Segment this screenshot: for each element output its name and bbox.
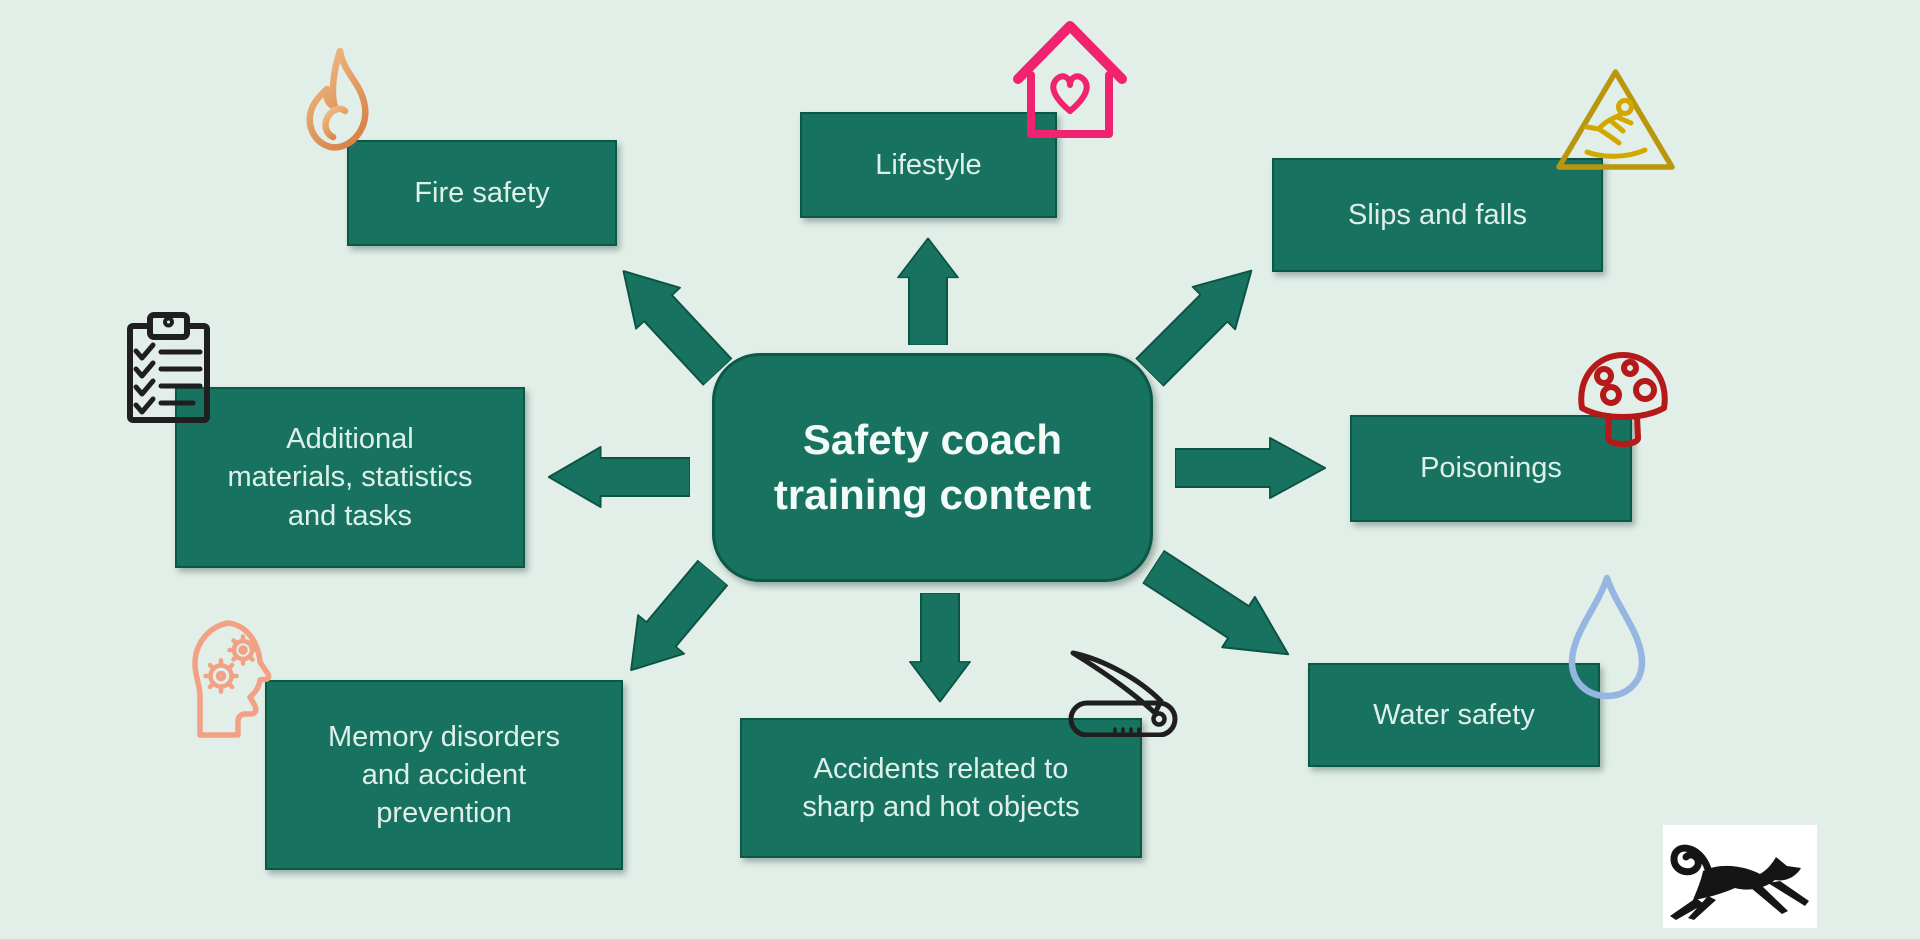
node-poisonings-label: Poisonings <box>1420 452 1562 485</box>
leaping-cat-icon <box>1670 844 1809 920</box>
node-memory-disorders: Memory disorders and accident prevention <box>265 680 623 870</box>
arrow-up-right <box>1127 247 1275 395</box>
node-memory-disorders-label: Memory disorders and accident prevention <box>327 720 561 830</box>
node-fire-safety-label: Fire safety <box>414 176 550 209</box>
arrow-up <box>896 237 960 345</box>
node-fire-safety: Fire safety <box>347 140 617 246</box>
arrow-down-right <box>1136 540 1308 682</box>
flame-icon <box>293 45 383 172</box>
center-node-label: Safety coach training content <box>773 415 1092 518</box>
arrow-left <box>547 445 690 509</box>
arrow-down <box>908 593 972 703</box>
center-node-safety-coach-training-content: Safety coach training content <box>712 353 1153 582</box>
slip-warning-triangle-icon <box>1553 65 1678 175</box>
node-accidents-sharp-hot-label: Accidents related to sharp and hot objec… <box>802 752 1080 823</box>
node-water-safety: Water safety <box>1308 663 1600 767</box>
arrow-up-left <box>599 248 741 394</box>
node-lifestyle: Lifestyle <box>800 112 1057 218</box>
node-lifestyle-label: Lifestyle <box>875 148 982 181</box>
logo-badge <box>1663 825 1817 928</box>
house-heart-icon <box>1005 13 1135 143</box>
arrow-right <box>1175 436 1327 500</box>
pocket-knife-icon <box>1063 647 1185 737</box>
arrow-down-left <box>606 552 738 692</box>
node-slips-and-falls-label: Slips and falls <box>1348 198 1527 231</box>
node-accidents-sharp-hot: Accidents related to sharp and hot objec… <box>740 718 1142 858</box>
node-poisonings: Poisonings <box>1350 415 1632 522</box>
water-drop-icon <box>1563 572 1651 703</box>
node-water-safety-label: Water safety <box>1373 698 1535 731</box>
node-additional-materials: Additional materials, statistics and tas… <box>175 387 525 568</box>
mushroom-icon <box>1573 348 1673 452</box>
clipboard-checklist-icon <box>123 310 214 426</box>
node-additional-materials-label: Additional materials, statistics and tas… <box>227 423 473 532</box>
head-gears-icon <box>188 617 288 741</box>
node-slips-and-falls: Slips and falls <box>1272 158 1603 272</box>
